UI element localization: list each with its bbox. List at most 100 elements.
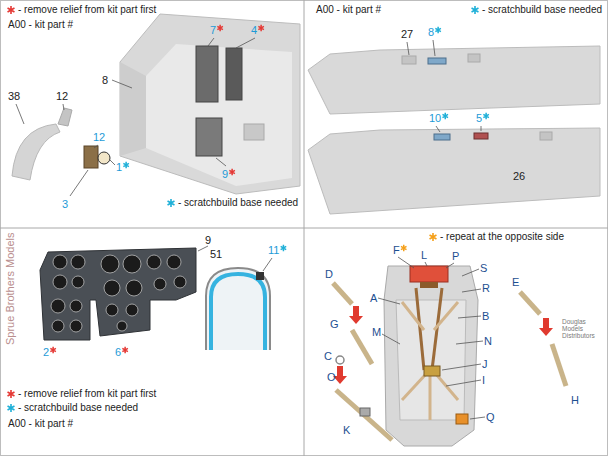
callout-number: 11 (268, 244, 279, 256)
leader-line (425, 262, 427, 266)
panel-frame (0, 228, 608, 229)
cockpit-tub (120, 62, 146, 156)
leader-line (16, 38, 255, 196)
leader-line (456, 341, 483, 344)
callout-number: 26 (513, 170, 525, 182)
callout-letter: M (372, 326, 381, 338)
callout-letter: K (343, 424, 350, 436)
legend-item: - scratchbuild base needed (470, 4, 602, 15)
legend-item: - remove relief from kit part first (6, 4, 156, 15)
legend-item: - remove relief from kit part first (6, 388, 156, 399)
leader-line (16, 104, 24, 124)
ejection-seat (410, 266, 448, 282)
seat-belt (520, 292, 540, 314)
side-wall (308, 46, 600, 114)
callout-number: 12 (93, 131, 105, 143)
callout-letter: R (482, 282, 490, 294)
instrument-panel (167, 255, 181, 269)
cockpit-tub (244, 124, 264, 140)
legend-text: - remove relief from kit part first (18, 388, 156, 399)
part-note: A00 - kit part # (316, 4, 381, 15)
ejection-seat (396, 300, 466, 420)
leader-line (236, 38, 255, 48)
seat-belt (336, 356, 344, 364)
callout-letter: B (482, 310, 489, 322)
callout-letter: D (325, 268, 333, 280)
side-wall (308, 128, 600, 214)
callout-number: 8 (102, 74, 108, 86)
seat-belt (333, 283, 352, 304)
side-wall (474, 133, 488, 139)
star-mark (442, 113, 448, 119)
leader-line (407, 42, 409, 55)
callout-number: 27 (401, 28, 413, 40)
star-mark (229, 169, 235, 175)
seat-belt (352, 330, 372, 364)
legend-text: - repeat at the opposite side (440, 231, 564, 242)
legend-swatch (430, 233, 437, 241)
legend-swatch (6, 389, 16, 399)
ejection-seat (429, 376, 432, 420)
instrument-panel (126, 280, 142, 296)
legend-text: - remove relief from kit part first (18, 4, 156, 15)
instrument-panel (147, 255, 161, 269)
callout-number: 9 (205, 234, 211, 246)
instrument-panel (51, 255, 186, 332)
instrument-panel (126, 304, 138, 316)
ejection-seat (424, 366, 440, 376)
canopy-frame (211, 274, 265, 350)
callout-letter: N (484, 335, 492, 347)
seat-belt (349, 306, 363, 324)
leader-line (433, 40, 435, 56)
leader-line (110, 160, 115, 165)
leader-line (63, 104, 64, 110)
part-note: A00 - kit part # (8, 19, 73, 30)
callout-letter: G (330, 318, 339, 330)
ejection-seat (436, 374, 458, 400)
watermark: Douglas Models Distributors (562, 318, 602, 339)
control-stick (12, 108, 110, 180)
leader-line (198, 246, 208, 251)
leader-line (462, 289, 481, 292)
seat-belt (333, 283, 566, 440)
side-wall (402, 56, 416, 64)
legend-swatch (6, 403, 16, 413)
leader-line (446, 263, 454, 268)
legend-swatch (168, 199, 175, 207)
instrument-panel (52, 320, 64, 332)
side-wall (428, 58, 446, 64)
cockpit-tub (196, 118, 222, 156)
star-mark (122, 347, 128, 353)
star-mark (50, 25, 489, 353)
legend-swatch (8, 6, 15, 14)
side-wall (308, 46, 600, 214)
instrument-panel (174, 276, 186, 288)
legend-swatch (470, 5, 480, 15)
legend-item: - repeat at the opposite side (428, 231, 564, 242)
cockpit-tub (146, 44, 292, 186)
instrument-panel (72, 276, 84, 288)
callout-letter: P (452, 250, 459, 262)
seat-belt (336, 390, 392, 440)
part-note: A00 - kit part # (8, 418, 73, 429)
instrument-panel (53, 275, 67, 289)
leader-line (112, 80, 132, 88)
instrument-panel (40, 248, 196, 340)
leader-line (263, 258, 272, 271)
side-wall (468, 54, 480, 62)
leader-line (94, 145, 98, 148)
leader-line (446, 380, 481, 386)
callout-number: 1 (116, 161, 122, 173)
seat-belt (539, 318, 553, 336)
star-mark (281, 245, 287, 251)
leader-line (208, 38, 214, 46)
star-mark (435, 27, 441, 33)
leader-line (382, 334, 400, 344)
leader-line (442, 364, 481, 370)
callout-letter: L (421, 249, 427, 261)
instrument-panel (154, 278, 166, 290)
star-mark (217, 25, 223, 31)
